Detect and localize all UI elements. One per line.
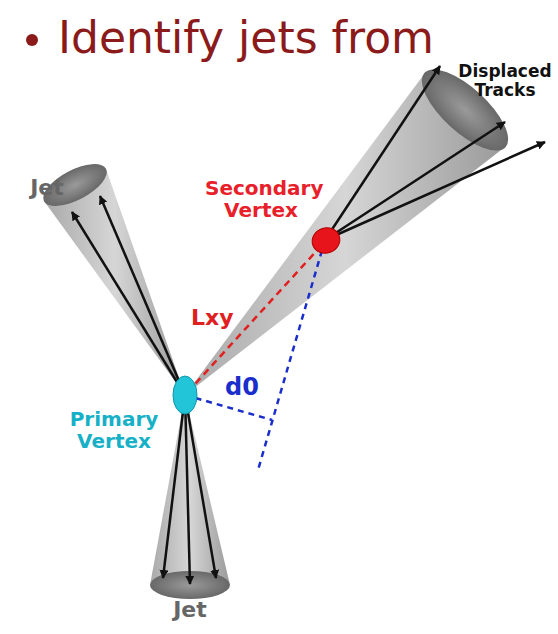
jet-label: Jet	[160, 598, 220, 622]
vertex-label: Secondary Vertex	[205, 177, 317, 221]
bullet	[26, 34, 38, 46]
vertex-label: Primary Vertex	[62, 408, 166, 452]
impact-parameter-label: d0	[222, 374, 262, 400]
vertex-ellipse	[172, 375, 198, 415]
secondary-vertex: Secondary Vertex	[311, 227, 341, 254]
jet-cone	[150, 395, 230, 599]
decay-length-label: Lxy	[191, 306, 234, 330]
vertex-ellipse	[311, 227, 341, 254]
displaced-jet-cone	[185, 57, 520, 395]
slide-title: Identify jets from	[58, 14, 434, 62]
jet-label: Jet	[22, 176, 72, 200]
tracks-label: Displaced Tracks	[455, 62, 555, 99]
prompt-tracks	[72, 196, 216, 584]
track-extrapolation	[258, 240, 325, 470]
primary-vertex: Primary Vertex	[172, 375, 198, 415]
